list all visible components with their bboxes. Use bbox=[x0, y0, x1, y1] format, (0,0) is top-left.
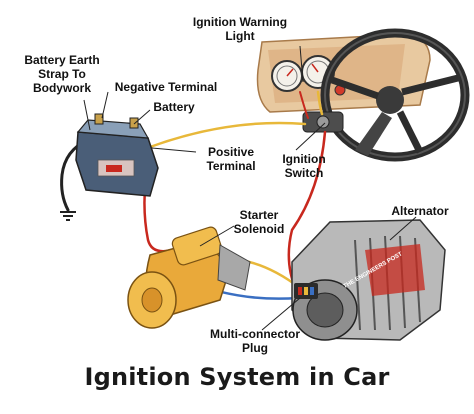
ignition-switch-body bbox=[302, 111, 344, 133]
multi-connector-plug-body bbox=[294, 283, 318, 299]
label-negative-terminal: Negative Terminal bbox=[114, 80, 218, 94]
page-title: Ignition System in Car bbox=[84, 363, 390, 391]
leader-lines bbox=[83, 45, 417, 331]
label-battery: Battery bbox=[153, 100, 195, 114]
starter-motor bbox=[127, 226, 251, 329]
label-alternator: Alternator bbox=[391, 204, 449, 218]
battery-body bbox=[75, 113, 159, 197]
earth-symbol bbox=[60, 211, 76, 221]
steering-wheel bbox=[320, 28, 470, 162]
alternator-body bbox=[291, 219, 446, 341]
